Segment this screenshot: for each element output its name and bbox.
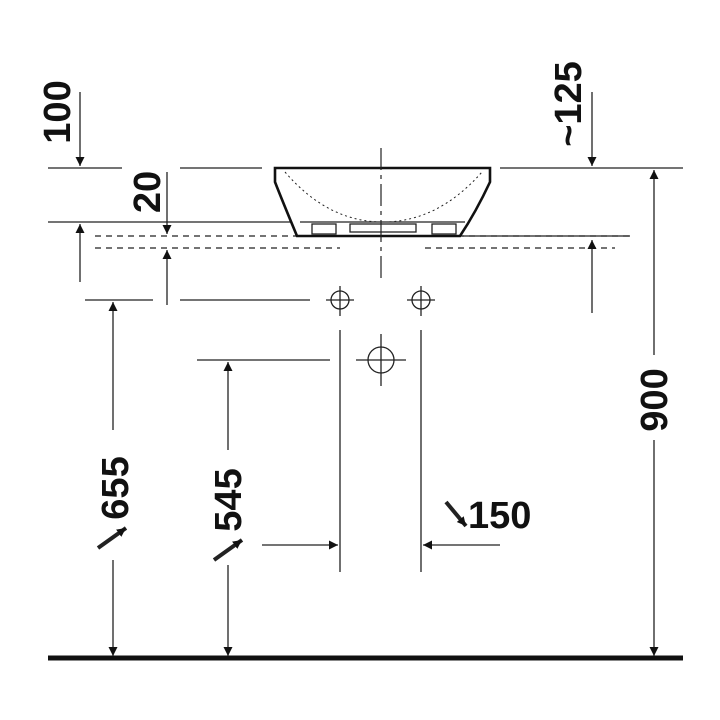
dim-655: 655 <box>95 302 137 656</box>
dim-100: 100 <box>37 80 85 282</box>
dim-900: 900 <box>634 170 676 656</box>
dim-20-label: 20 <box>127 171 169 213</box>
dim-655-label: 655 <box>95 456 137 519</box>
dim-150-label: 150 <box>468 495 531 537</box>
dim-125-label: ~125 <box>548 61 590 147</box>
dim-150: 150 <box>262 495 531 550</box>
dim-100-label: 100 <box>37 80 79 143</box>
countertop <box>48 221 630 249</box>
basin <box>273 166 492 238</box>
dim-125: ~125 <box>548 61 597 313</box>
dim-900-label: 900 <box>634 368 676 431</box>
supply-connections <box>85 286 435 316</box>
dim-545: 545 <box>208 362 250 656</box>
dim-20: 20 <box>127 171 172 305</box>
drain-connection <box>197 334 406 386</box>
dim-545-label: 545 <box>208 468 250 531</box>
